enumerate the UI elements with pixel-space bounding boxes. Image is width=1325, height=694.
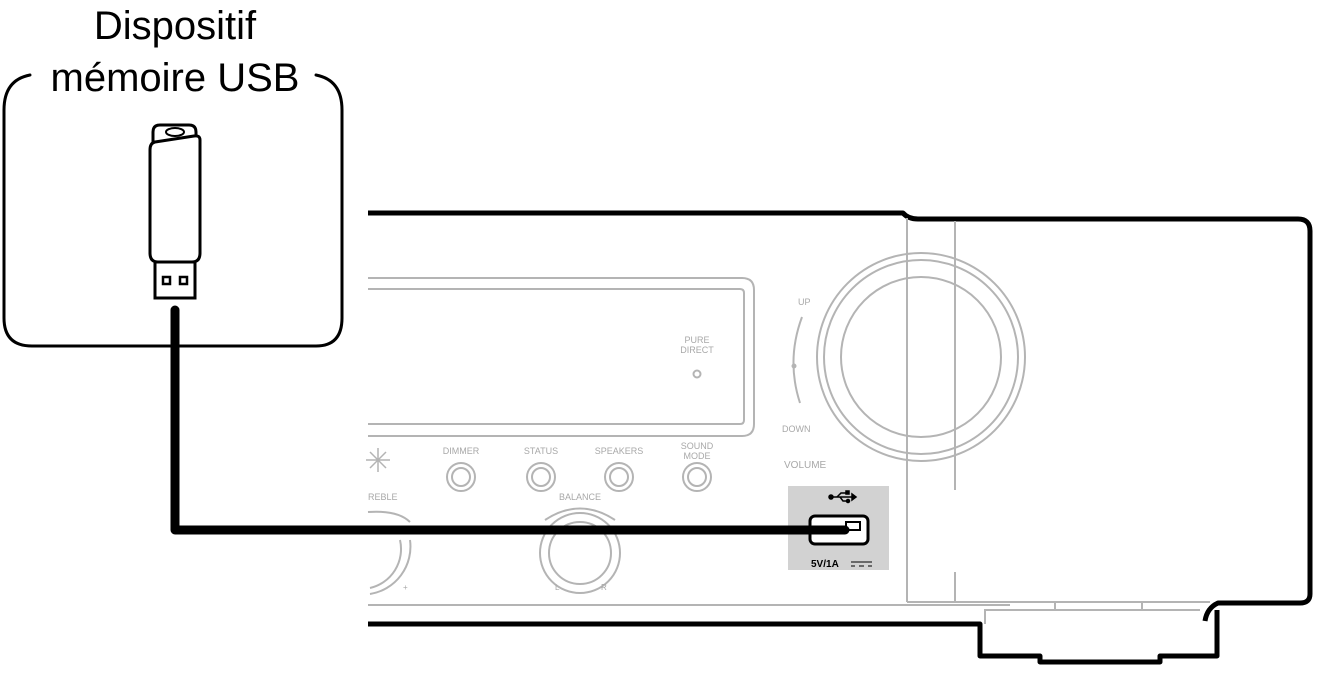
volume-label: VOLUME (784, 460, 827, 471)
volume-up-label: UP (798, 297, 811, 307)
balance-left-label: L (555, 583, 560, 592)
receiver-bottom-edge (368, 610, 1220, 665)
balance-label: BALANCE (559, 492, 601, 502)
pure-direct-label-line2: DIRECT (680, 345, 714, 355)
volume-down-label: DOWN (782, 424, 811, 434)
usb-power-rating: 5V/1A (811, 559, 839, 570)
receiver-body-outline (368, 210, 1313, 622)
usb-cable (170, 305, 850, 535)
speakers-button-label: SPEAKERS (595, 446, 644, 456)
treble-plus-label: + (403, 583, 408, 592)
usb-device-caption-line1: Dispositif (93, 4, 257, 48)
treble-label: REBLE (368, 492, 398, 502)
usb-symbol-icon (828, 490, 858, 504)
status-button-label: STATUS (524, 446, 558, 456)
pure-direct-label-line1: PURE (684, 335, 709, 345)
sound-mode-button-label-line1: SOUND (681, 441, 714, 451)
usb-flash-drive-icon (148, 123, 202, 300)
sound-mode-button-label-line2: MODE (684, 451, 711, 461)
front-panel-details (366, 218, 1210, 624)
dimmer-button-label: DIMMER (443, 446, 480, 456)
usb-device-caption-line2: mémoire USB (50, 56, 300, 100)
balance-right-label: R (601, 583, 607, 592)
dc-symbol-icon (851, 561, 872, 567)
